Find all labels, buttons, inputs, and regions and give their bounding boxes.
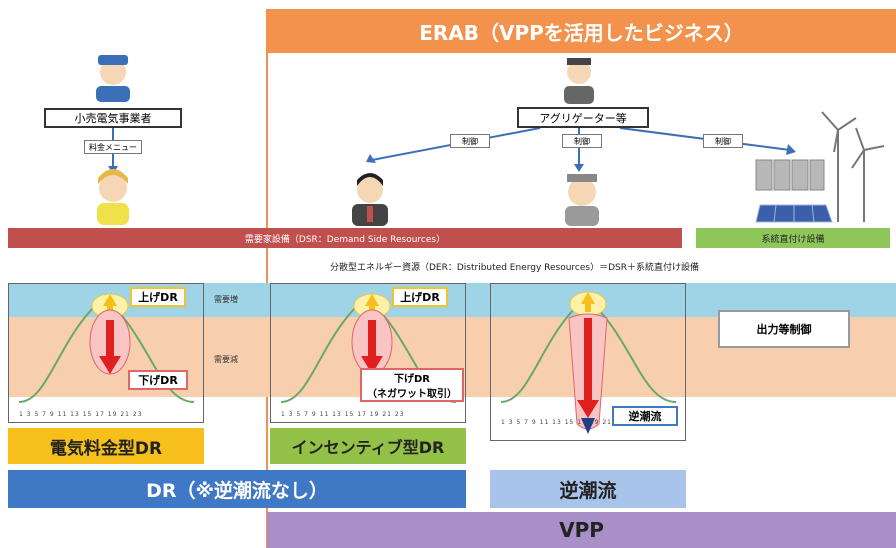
demand-side-band: 需要家設備（DSR：Demand Side Resources）	[8, 228, 682, 248]
person-aggregator-icon	[564, 58, 594, 104]
down-dr-tag: 下げDR	[128, 370, 188, 390]
grid-connected-band: 系統直付け設備	[696, 228, 890, 248]
solar-panel-icon	[755, 204, 833, 223]
zone-lower-label: 需要減	[214, 355, 238, 364]
tick-labels: 1 3 5 7 9 11 13 15 17 19 21 23	[501, 419, 625, 426]
tick-labels: 1 3 5 7 9 11 13 15 17 19 21 23	[19, 411, 143, 418]
wind-turbine-icon	[821, 111, 885, 222]
person-elder-icon	[565, 174, 599, 226]
erab-header: ERAB（VPPを活用したビジネス）	[267, 9, 896, 53]
der-note: 分散型エネルギー資源（DER：Distributed Energy Resour…	[330, 263, 700, 273]
reverse-flow-bar: 逆潮流	[490, 470, 686, 508]
control-label-3: 制御	[703, 134, 743, 148]
output-control-box: 出力等制御	[718, 310, 850, 348]
vpp-bar: VPP	[267, 512, 896, 548]
dr-no-reverse-bar: DR（※逆潮流なし）	[8, 470, 466, 508]
retailer-label: 小売電気事業者	[44, 108, 182, 128]
down-dr-negawatt-line1: 下げDR	[393, 374, 430, 385]
divider-line	[266, 9, 268, 548]
reverse-flow-tag: 逆潮流	[612, 406, 678, 426]
up-dr-tag-2: 上げDR	[392, 287, 448, 307]
panel-incentive-dr: 1 3 5 7 9 11 13 15 17 19 21 23	[270, 283, 466, 423]
person-business-icon	[352, 173, 388, 226]
price-dr-label: 電気料金型DR	[8, 428, 204, 464]
retailer-menu-label: 料金メニュー	[84, 140, 142, 154]
tick-labels: 1 3 5 7 9 11 13 15 17 19 21 23	[281, 411, 405, 418]
battery-icon	[755, 159, 825, 191]
zone-upper-label: 需要増	[214, 295, 238, 304]
control-label-2: 制御	[562, 134, 602, 148]
down-dr-negawatt-tag: 下げDR （ネガワット取引）	[360, 368, 464, 402]
person-retailer-icon	[96, 55, 130, 102]
panel-price-dr: 1 3 5 7 9 11 13 15 17 19 21 23	[8, 283, 204, 423]
incentive-dr-label: インセンティブ型DR	[270, 428, 466, 464]
aggregator-label: アグリゲーター等	[517, 107, 649, 128]
actors-layer	[96, 55, 885, 226]
control-label-1: 制御	[450, 134, 490, 148]
down-dr-negawatt-line2: （ネガワット取引）	[367, 389, 457, 400]
person-consumer-icon	[97, 169, 129, 225]
up-dr-tag-1: 上げDR	[130, 287, 186, 307]
